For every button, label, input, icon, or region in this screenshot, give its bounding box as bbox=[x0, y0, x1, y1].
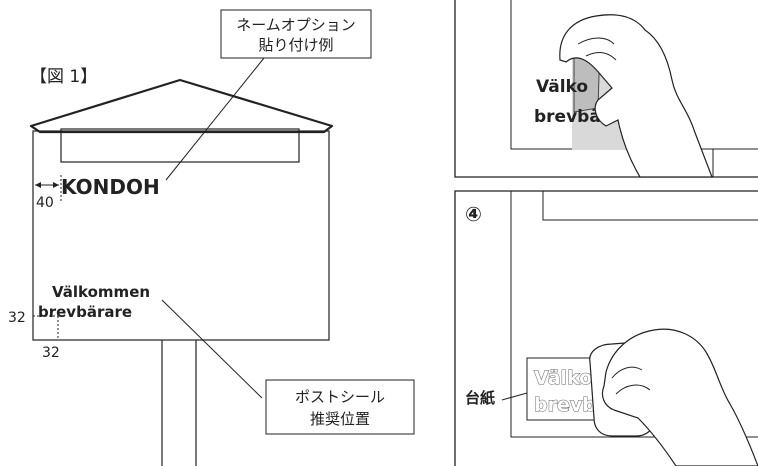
sticker-text-line1: Välkommen bbox=[52, 283, 150, 301]
bottom-panel-frame bbox=[454, 190, 758, 466]
mount-leader-line bbox=[501, 392, 528, 401]
hand-knuckle-lines bbox=[611, 366, 651, 395]
bottom-panel-text-line2: brevbä bbox=[534, 394, 609, 416]
name-offset-value: 40 bbox=[36, 195, 54, 211]
post-sticker-callout-box bbox=[265, 379, 415, 435]
post-sticker-callout-line1: ポストシール bbox=[295, 388, 385, 406]
mount-label: 台紙 bbox=[465, 389, 495, 407]
name-option-callout-line1: ネームオプション bbox=[236, 16, 356, 34]
name-option-callout-line2: 貼り付け例 bbox=[258, 36, 333, 54]
sticker-text-line2: brevbärare bbox=[38, 303, 132, 321]
bottom-panel-slot bbox=[542, 191, 758, 221]
name-option-leader-line bbox=[165, 57, 265, 181]
bottom-panel-text-line1: Välko bbox=[534, 367, 592, 389]
pressing-hand bbox=[601, 328, 758, 466]
dimension-arrow-left bbox=[35, 182, 41, 188]
post-sticker-callout-line2: 推奨位置 bbox=[310, 410, 370, 428]
mail-slot bbox=[60, 128, 300, 163]
mailbox-roof bbox=[29, 78, 334, 134]
peeling-hand bbox=[559, 14, 713, 178]
nameplate-text: KONDOH bbox=[61, 175, 160, 199]
mailbox-body bbox=[32, 130, 330, 341]
sticker-left-value: 32 bbox=[8, 310, 26, 326]
hand-finger-lines bbox=[577, 37, 617, 61]
dimension-arrow-right bbox=[53, 182, 59, 188]
name-option-callout-box bbox=[220, 9, 372, 59]
step-marker: ④ bbox=[465, 202, 482, 226]
figure-label: 【図 1】 bbox=[30, 67, 97, 87]
top-panel-text-line1: Välko bbox=[536, 77, 588, 97]
post-sticker-leader-line bbox=[161, 299, 263, 399]
top-panel-text-line2: brevbä bbox=[534, 107, 601, 127]
sticker-bottom-value: 32 bbox=[42, 345, 60, 361]
